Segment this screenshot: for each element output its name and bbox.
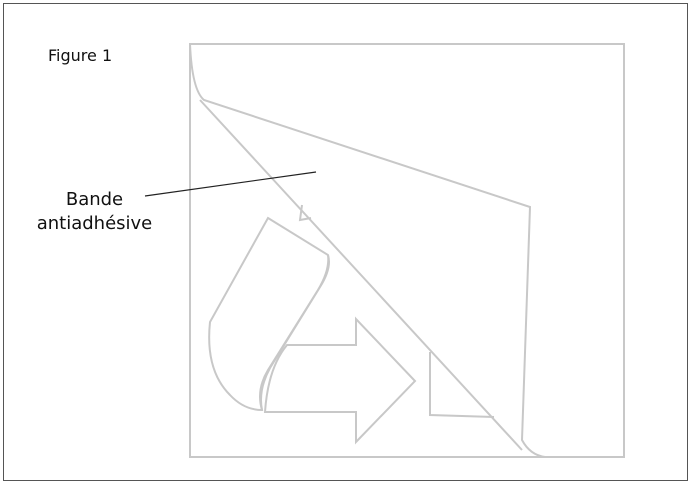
callout-line-1: Bande xyxy=(65,189,124,210)
sheet-outline xyxy=(189,43,625,458)
callout-line-2: antiadhésive xyxy=(36,213,153,234)
callout-leader-line xyxy=(144,171,317,197)
right-arrow-icon xyxy=(263,316,417,445)
figure-title: Figure 1 xyxy=(48,46,113,65)
callout-label: Bande antiadhésive xyxy=(27,188,162,236)
peel-arrow-inner-curve xyxy=(259,254,330,411)
corner-fold-triangle xyxy=(429,352,495,418)
fold-tab xyxy=(298,204,312,222)
peeled-flap xyxy=(189,43,546,458)
figure-frame xyxy=(3,3,688,481)
fold-line xyxy=(199,99,523,451)
